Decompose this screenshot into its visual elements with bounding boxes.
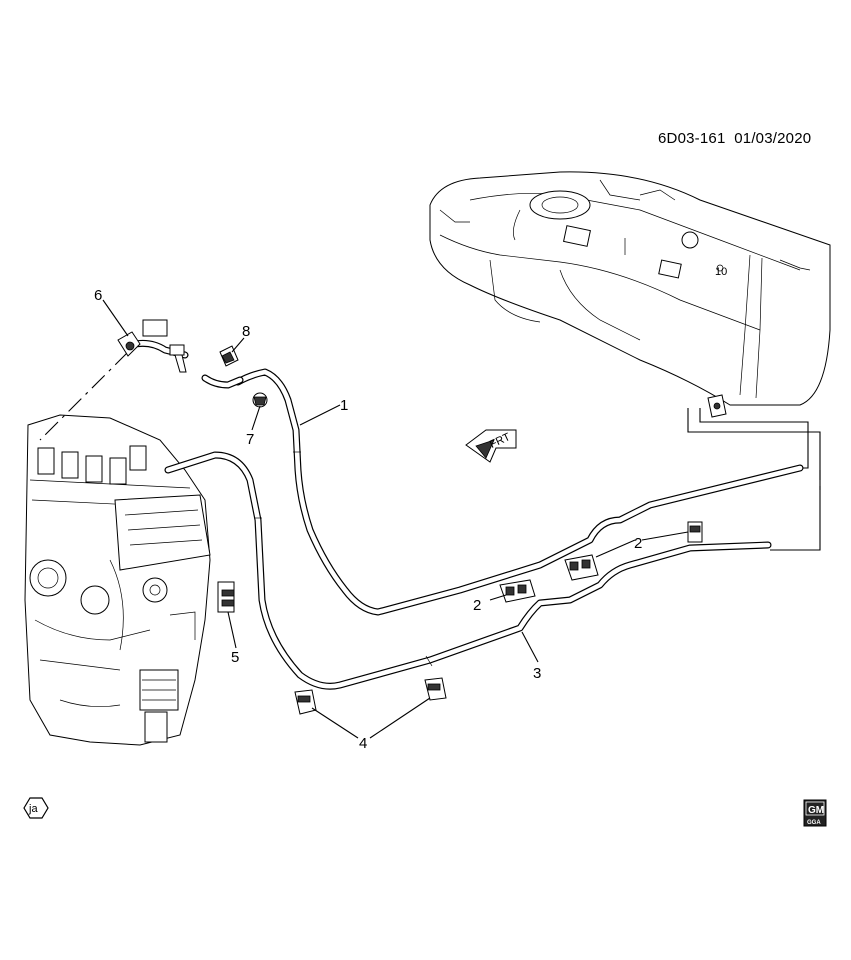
fuel-pipe-3 — [164, 451, 772, 690]
tank-connector — [707, 394, 727, 418]
gm-logo: GM GGA — [803, 799, 827, 827]
engine — [24, 414, 211, 746]
leader-5 — [227, 611, 237, 649]
reference-line-tank-1 — [687, 408, 821, 551]
leader-6 — [251, 405, 261, 431]
part-2-clip-upper — [687, 521, 703, 543]
leader-2-middle — [595, 539, 636, 558]
part-8-clip — [219, 345, 239, 367]
reference-line-7 — [39, 351, 129, 441]
gm-logo-bottom: GGA — [807, 820, 821, 826]
leader-4-left — [311, 707, 359, 739]
diagram-reference: 6D03-161 01/03/2020 — [658, 130, 811, 147]
part-quick-connector — [169, 344, 187, 373]
callout-4: 4 — [359, 735, 367, 752]
front-direction-arrow: FRT — [465, 429, 517, 463]
callout-7: 6 — [94, 287, 102, 304]
part-6-clip — [252, 392, 268, 408]
tank-label: 10 — [715, 266, 727, 278]
leader-4-right — [369, 697, 431, 739]
callout-3: 3 — [533, 665, 541, 682]
language-badge: ja — [23, 797, 49, 819]
diagram-date: 01/03/2020 — [734, 130, 812, 147]
callout-2a: 2 — [634, 535, 642, 552]
ignition-coils — [37, 445, 147, 485]
callout-5: 5 — [231, 649, 239, 666]
part-2-clip-middle — [564, 554, 599, 581]
part-5-bracket — [217, 581, 235, 613]
fuel-tank: 10 — [429, 171, 831, 406]
fuel-pipe-1 — [234, 368, 804, 616]
leader-8 — [231, 337, 245, 353]
leader-2-upper — [641, 531, 689, 541]
callout-8: 8 — [242, 323, 250, 340]
callout-1: 1 — [340, 397, 348, 414]
callout-6: 7 — [246, 431, 254, 448]
leader-7 — [102, 299, 129, 337]
language-badge-label: ja — [28, 803, 38, 815]
callout-2b: 2 — [473, 597, 481, 614]
gm-logo-top: GM — [808, 805, 824, 816]
part-4-clip-right — [424, 677, 447, 701]
leader-3 — [521, 631, 539, 663]
diagram-code: 6D03-161 — [658, 130, 726, 147]
reference-line-tank-2 — [699, 408, 809, 469]
leader-1 — [299, 404, 341, 426]
part-2-clip-lower — [499, 579, 536, 603]
part-7-fitting — [117, 331, 141, 357]
part-4-clip-left — [294, 689, 317, 715]
leader-2-lower — [489, 594, 507, 601]
